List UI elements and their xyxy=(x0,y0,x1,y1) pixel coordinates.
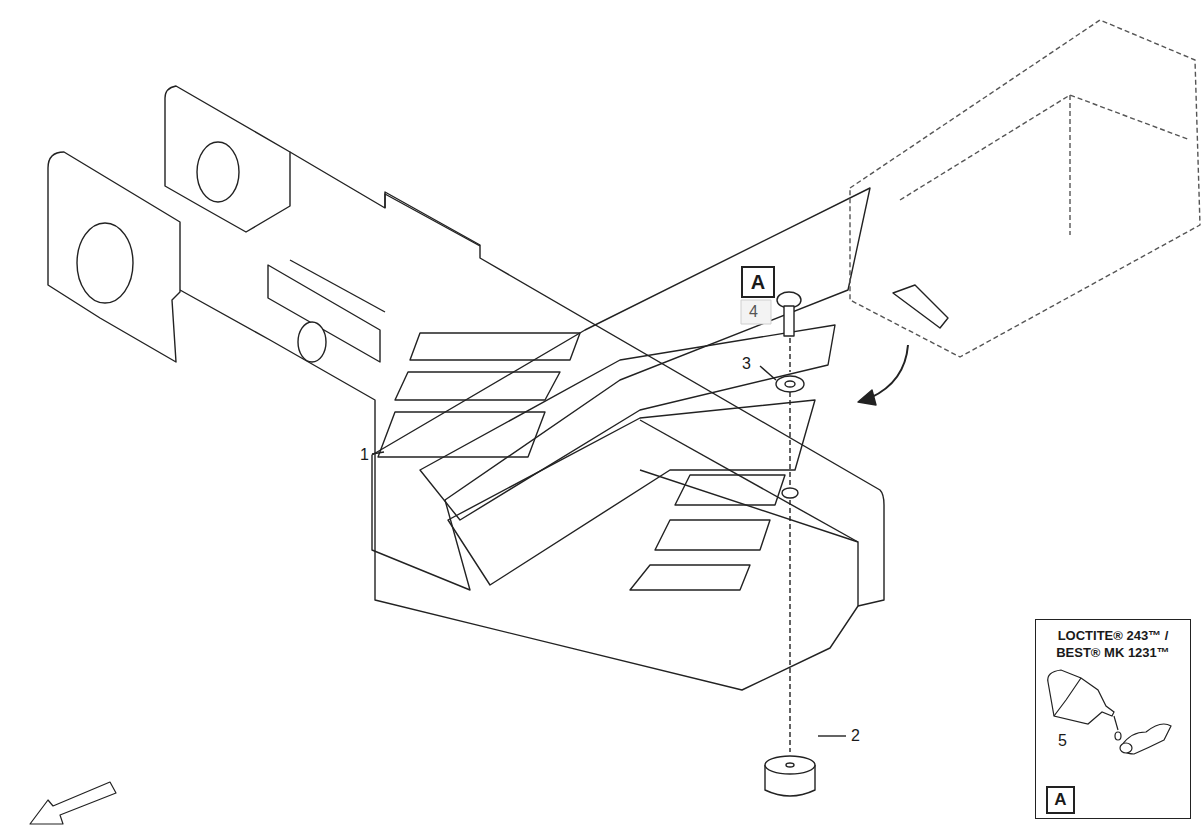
callout-number: 2 xyxy=(849,727,862,745)
callout-number: 3 xyxy=(740,355,753,373)
callout-number: 5 xyxy=(1058,732,1067,750)
reference-box: A xyxy=(1046,786,1075,814)
product-name: LOCTITE® 243™ / BEST® MK 1231™ xyxy=(1040,627,1186,661)
reference-letter: A xyxy=(743,270,773,294)
reference-letter: A xyxy=(1048,789,1073,810)
reference-box: A xyxy=(741,266,775,298)
adhesive-panel: LOCTITE® 243™ / BEST® MK 1231™ 5A xyxy=(1035,619,1191,819)
callout-number: 4 xyxy=(747,303,760,321)
callout-number: 1 xyxy=(358,446,371,464)
